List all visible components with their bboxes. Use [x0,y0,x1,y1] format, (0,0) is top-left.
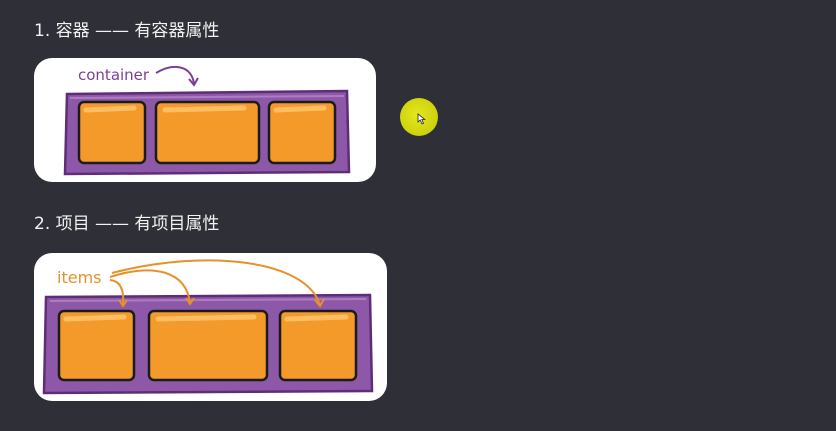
items-diagram: items [34,253,387,401]
items-arrow [111,259,321,306]
container-arrow [155,65,195,85]
item-box [147,309,269,382]
item-box [267,100,337,165]
item-box [278,309,358,382]
container-diagram-drawing [63,65,351,176]
items-diagram-drawing [42,259,374,395]
container-label: container [78,66,150,84]
container-diagram: container [34,58,376,182]
item-box [154,100,261,165]
mouse-pointer-icon [417,113,426,125]
item-box [77,100,147,165]
section-heading-container: 1. 容器 —— 有容器属性 [34,21,220,41]
items-arrow [109,269,191,304]
items-arrow [109,279,125,306]
items-label: items [57,268,102,287]
cursor-highlight [400,98,438,136]
section-heading-items: 2. 项目 —— 有项目属性 [34,214,220,234]
item-box [57,309,136,382]
